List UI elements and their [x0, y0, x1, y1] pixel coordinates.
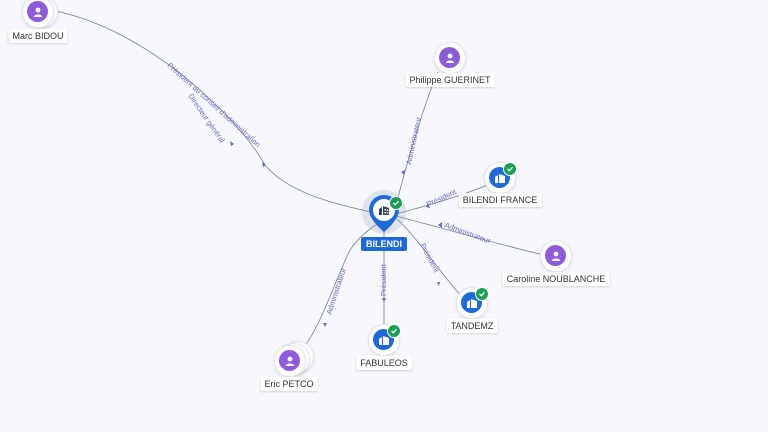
- person-icon: [285, 356, 294, 366]
- node-caroline-noublanche[interactable]: [540, 240, 572, 272]
- edge-label-president-tandemz: Président: [418, 242, 441, 275]
- arrow-marker: [426, 203, 430, 208]
- node-label-bilendi-france[interactable]: BILENDI FRANCE: [458, 193, 542, 207]
- person-icon: [551, 251, 560, 261]
- node-bilendi-france[interactable]: [484, 162, 517, 194]
- verified-badge: [387, 324, 401, 338]
- edge-marc-bidou-bilendi: [54, 10, 385, 216]
- arrow-marker: [323, 323, 327, 327]
- edge-label-administrateur-eric: Administrateur: [324, 266, 348, 315]
- person-icon: [33, 7, 42, 17]
- building-icon: [494, 173, 505, 183]
- node-label-caroline-noublanche[interactable]: Caroline NOUBLANCHE: [502, 272, 610, 286]
- building-icon: [379, 206, 389, 215]
- arrow-marker: [230, 141, 234, 146]
- edge-arrows: [230, 141, 442, 327]
- node-label-tandemz[interactable]: TANDEMZ: [446, 319, 498, 333]
- edge-bilendi-bilendi-france: [395, 182, 493, 215]
- arrow-marker: [262, 162, 266, 167]
- node-icon-wrap: [545, 245, 566, 266]
- node-marc-bidou[interactable]: [22, 0, 58, 28]
- node-eric-petco[interactable]: [274, 341, 314, 377]
- node-fabuleos[interactable]: [368, 324, 401, 356]
- check-icon: [391, 328, 397, 334]
- verified-badge: [503, 162, 517, 176]
- node-philippe-guerinet[interactable]: [434, 42, 466, 74]
- edge-label-president-fabuleos: Président: [379, 263, 388, 296]
- arrow-marker: [437, 282, 440, 286]
- edge-label-president-bilendi-france: Président: [425, 187, 458, 209]
- edge-label-administrateur-caroline: Administrateur: [443, 220, 492, 245]
- building-icon: [466, 298, 477, 308]
- node-bilendi[interactable]: [362, 190, 406, 234]
- node-label-eric-petco[interactable]: Eric PETCO: [260, 377, 318, 391]
- arrow-marker: [382, 298, 386, 302]
- verified-badge: [389, 196, 403, 210]
- check-icon: [479, 291, 485, 297]
- edge-eric-petco-bilendi: [299, 219, 385, 353]
- check-icon: [393, 200, 399, 206]
- node-tandemz[interactable]: [456, 287, 489, 319]
- arrow-marker: [401, 170, 405, 175]
- node-label-philippe-guerinet[interactable]: Philippe GUERINET: [405, 73, 495, 87]
- edge-caroline-noublanche-bilendi: [395, 215, 549, 257]
- node-icon-wrap: [439, 47, 460, 68]
- verified-badge: [475, 287, 489, 301]
- edge-label-administrateur-philippe: Administrateur: [404, 116, 423, 166]
- node-label-bilendi[interactable]: BILENDI: [361, 237, 407, 251]
- node-label-fabuleos[interactable]: FABULEOS: [356, 356, 412, 370]
- node-icon-wrap: [27, 1, 48, 22]
- arrow-marker: [438, 222, 442, 228]
- node-label-marc-bidou[interactable]: Marc BIDOU: [8, 29, 68, 43]
- node-icon-wrap: [279, 350, 300, 371]
- building-icon: [378, 335, 389, 345]
- person-icon: [445, 53, 454, 63]
- check-icon: [507, 166, 513, 172]
